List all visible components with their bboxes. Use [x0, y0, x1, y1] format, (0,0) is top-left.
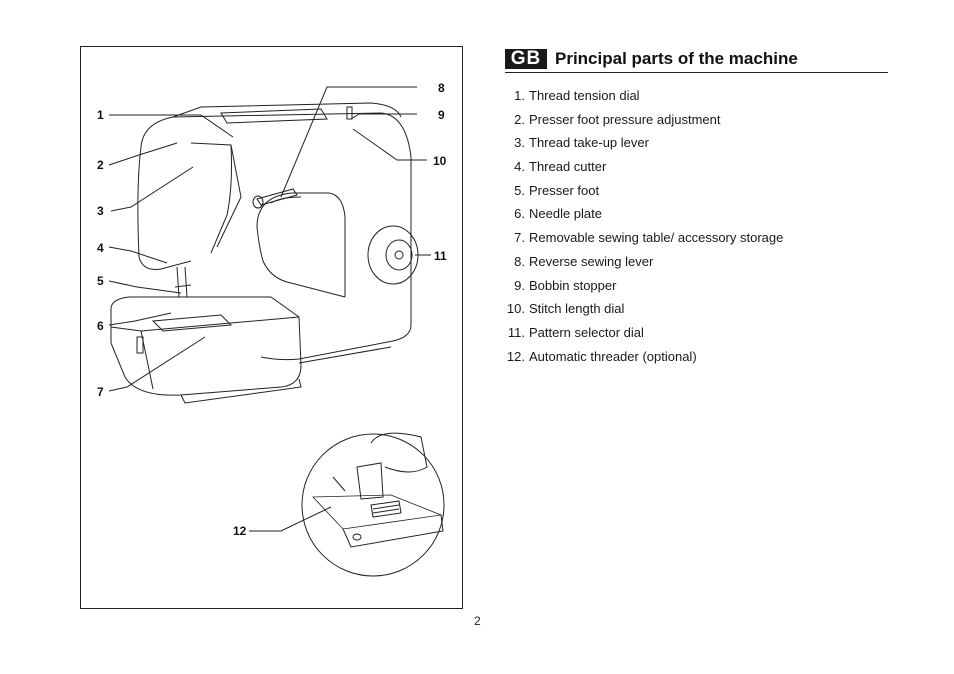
- list-item: 11.Pattern selector dial: [507, 324, 644, 340]
- list-item: 4.Thread cutter: [514, 159, 607, 175]
- language-badge: GB: [505, 49, 547, 69]
- parts-list: 1.Thread tension dial 2.Presser foot pre…: [503, 88, 783, 372]
- list-item: 1.Thread tension dial: [514, 88, 640, 103]
- list-item: 6.Needle plate: [514, 206, 602, 222]
- machine-head: [137, 146, 192, 270]
- list-item: 3.Thread take-up lever: [514, 135, 649, 151]
- machine-body-outline: [140, 112, 412, 361]
- list-item: 2.Presser foot pressure adjustment: [514, 111, 721, 127]
- needle-area: [174, 266, 192, 298]
- callout-4: 4: [97, 241, 104, 255]
- callout-11: 11: [434, 249, 447, 263]
- callout-3: 3: [97, 204, 104, 218]
- callout-9: 9: [438, 108, 445, 122]
- section-header: GB Principal parts of the machine: [505, 48, 888, 73]
- machine-arm-cavity: [256, 192, 346, 297]
- list-item: 9.Bobbin stopper: [514, 277, 617, 293]
- callout-5: 5: [97, 274, 104, 288]
- callout-10: 10: [433, 154, 447, 168]
- callout-1: 1: [97, 108, 104, 122]
- list-item: 10.Stitch length dial: [506, 301, 625, 317]
- list-item: 5.Presser foot: [514, 182, 600, 198]
- machine-illustration-frame: 1 2 3 4 5 6 7 8 9 10 11 12: [80, 46, 463, 609]
- detail-zoom-circle: [301, 433, 445, 577]
- callout-2: 2: [97, 158, 104, 172]
- list-item: 8.Reverse sewing lever: [514, 253, 654, 269]
- list-item: 7.Removable sewing table/ accessory stor…: [514, 230, 784, 246]
- bobbin-spool-shape: [346, 106, 353, 120]
- sewing-machine-illustration: [108, 86, 445, 577]
- page-title: Principal parts of the machine: [555, 49, 798, 68]
- machine-base: [110, 296, 302, 396]
- list-item: 12.Automatic threader (optional): [506, 348, 697, 364]
- callout-8: 8: [438, 81, 445, 95]
- callout-12: 12: [233, 524, 247, 538]
- callout-7: 7: [97, 385, 104, 399]
- page-number: 2: [474, 614, 481, 628]
- reverse-lever-shape: [256, 188, 298, 206]
- callout-6: 6: [97, 319, 104, 333]
